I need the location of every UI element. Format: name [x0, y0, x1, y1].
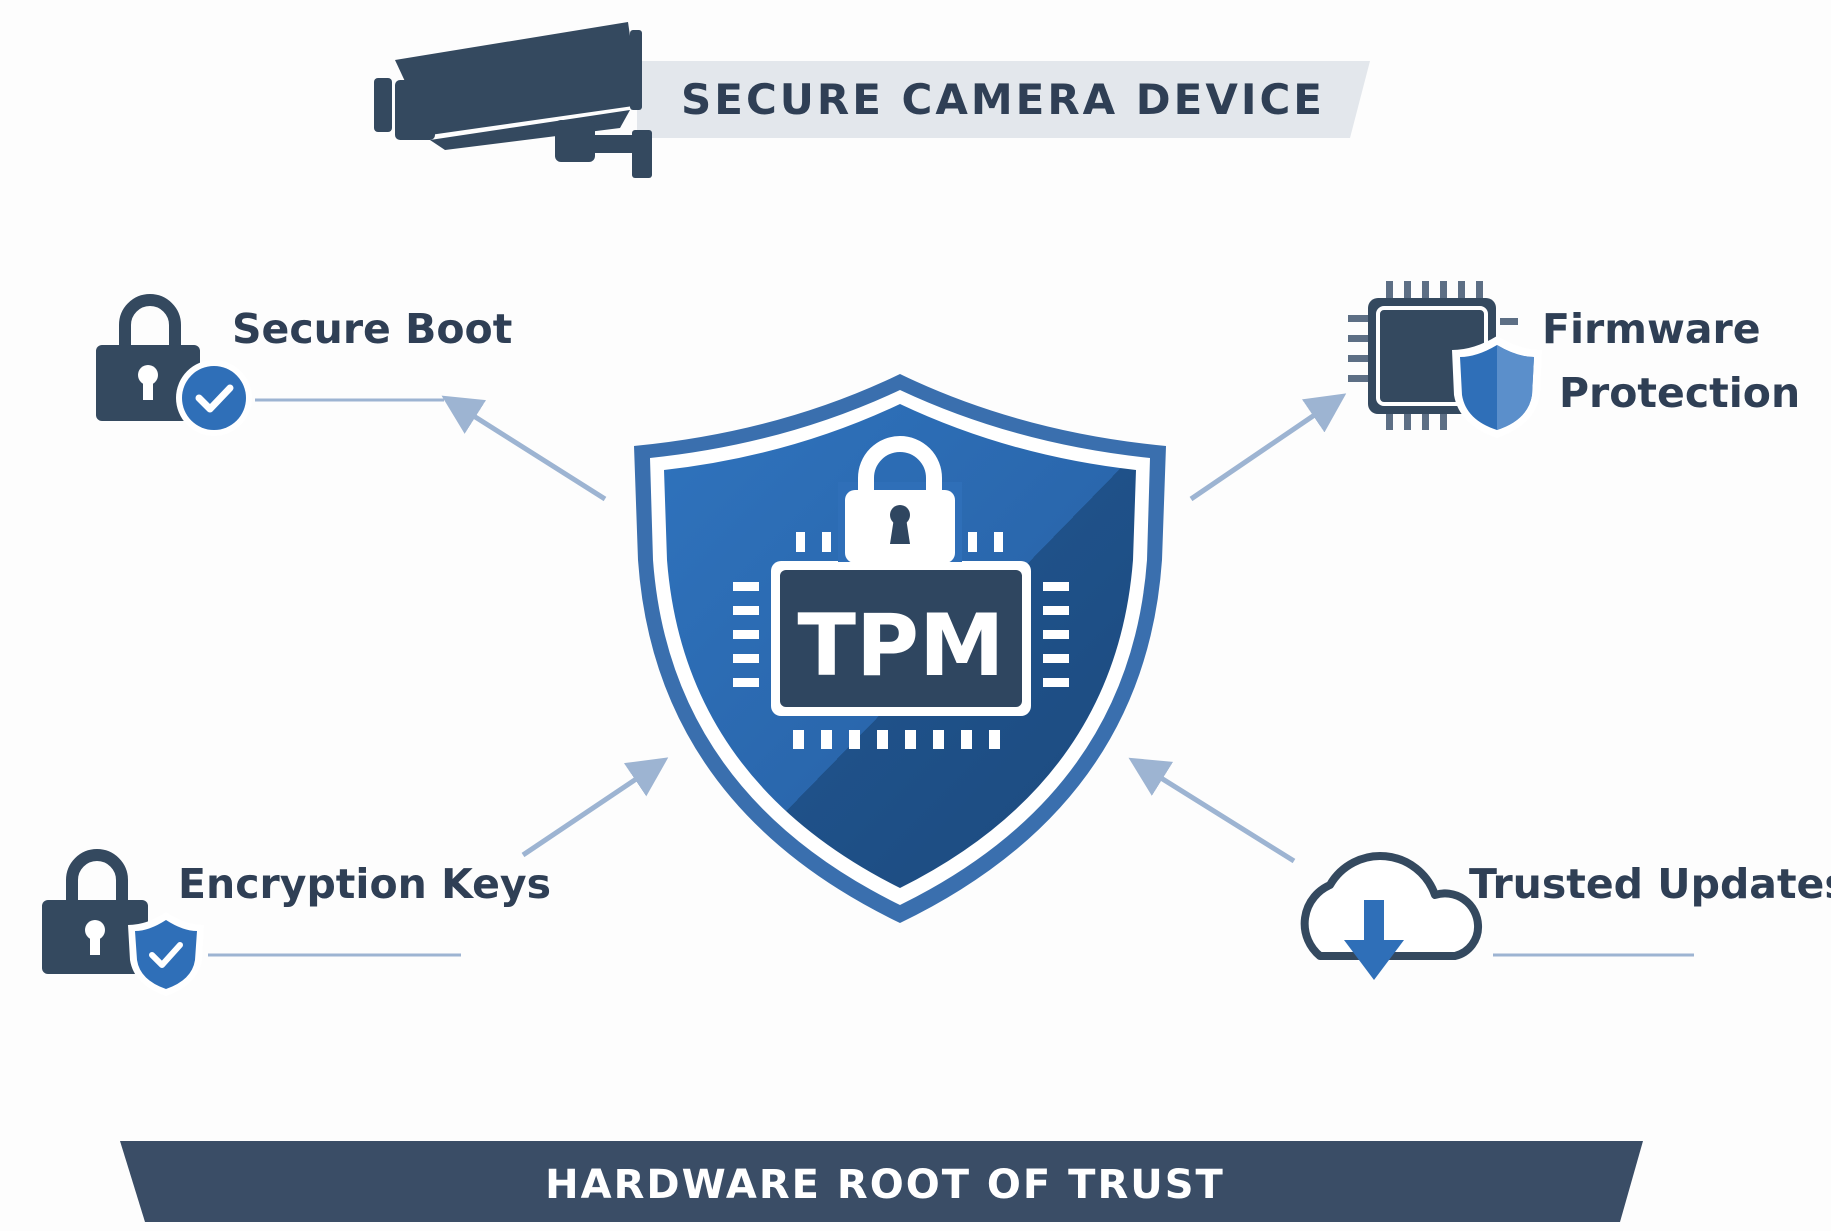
- footer-title: HARDWARE ROOT OF TRUST: [545, 1162, 1225, 1208]
- arrows: [441, 393, 1347, 864]
- feature-trusted-updates: Trusted Updates: [1300, 852, 1831, 980]
- firmware-label-line1: Firmware: [1542, 305, 1761, 353]
- trusted-updates-label: Trusted Updates: [1469, 860, 1831, 908]
- encryption-keys-label: Encryption Keys: [178, 860, 551, 908]
- arrow-to-secure-boot: [441, 395, 607, 502]
- firmware-label-line2: Protection: [1559, 369, 1800, 417]
- arrow-from-encryption-keys: [521, 757, 669, 858]
- chip-shield-icon: [1348, 281, 1542, 438]
- secure-boot-label: Secure Boot: [232, 305, 512, 353]
- footer-banner: [120, 1141, 1643, 1222]
- header-banner: [637, 61, 1370, 138]
- padlock-icon: [838, 436, 962, 563]
- tpm-chip: TPM: [733, 436, 1069, 749]
- feature-secure-boot: Secure Boot: [96, 294, 512, 436]
- header-title: SECURE CAMERA DEVICE: [681, 75, 1325, 124]
- feature-encryption-keys: Encryption Keys: [42, 849, 551, 996]
- feature-firmware-protection: Firmware Protection: [1348, 281, 1800, 438]
- cloud-download-icon: [1300, 852, 1483, 980]
- padlock-check-icon: [96, 294, 252, 436]
- tpm-label: TPM: [797, 596, 1004, 696]
- padlock-shield-icon: [42, 849, 204, 996]
- chip-pins: [733, 532, 1069, 749]
- security-camera-icon: [374, 22, 652, 178]
- header: SECURE CAMERA DEVICE: [374, 22, 1370, 178]
- arrow-from-trusted-updates: [1128, 757, 1296, 864]
- arrow-to-firmware: [1189, 393, 1347, 502]
- footer: HARDWARE ROOT OF TRUST: [120, 1141, 1643, 1222]
